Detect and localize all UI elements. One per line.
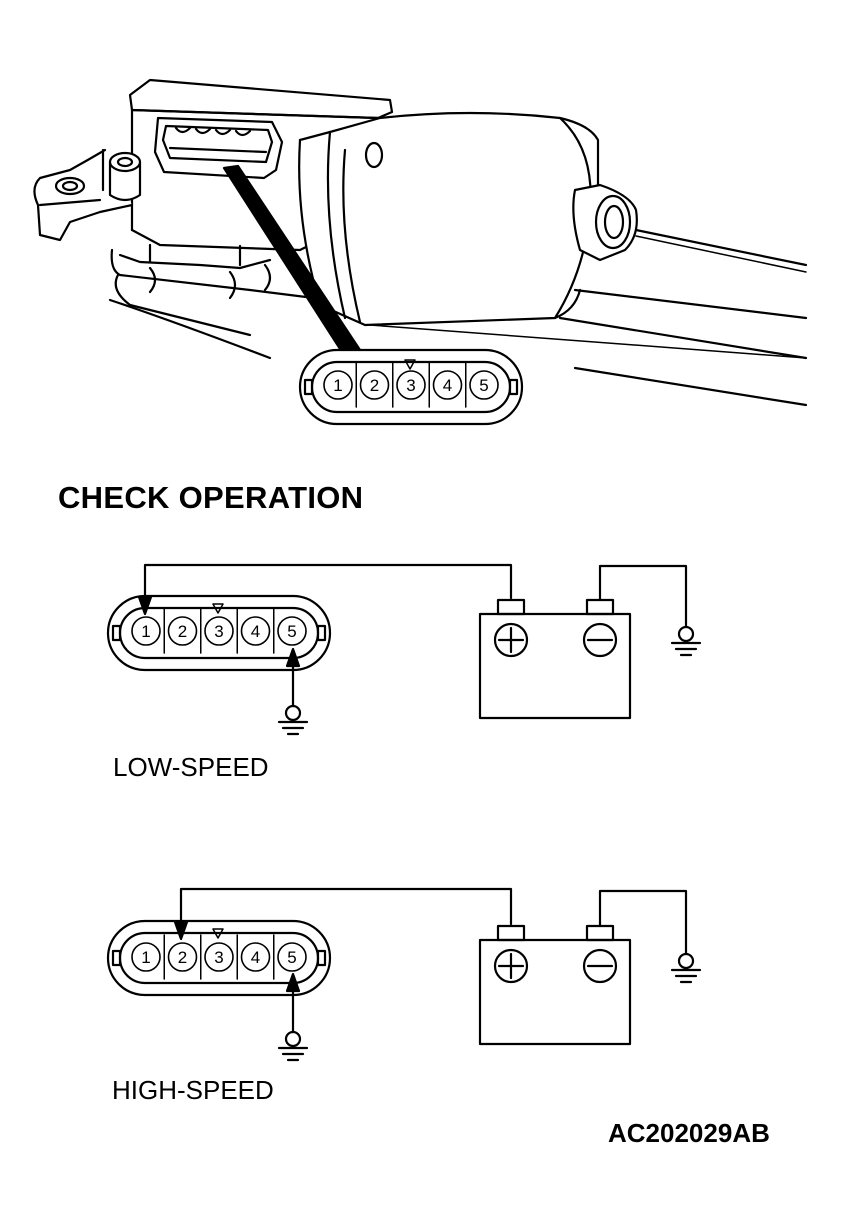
high-speed-label: HIGH-SPEED bbox=[112, 1075, 274, 1105]
callout-pin-number: 1 bbox=[333, 376, 342, 395]
high-speed-pin-cavity bbox=[167, 942, 198, 972]
low-speed-pin-cavity bbox=[277, 616, 307, 646]
high-speed-pin-cavity bbox=[131, 942, 161, 972]
low-speed-pin-cavity bbox=[167, 616, 198, 646]
low-speed-pin-cavity bbox=[204, 616, 234, 646]
high-speed-pin-number: 2 bbox=[178, 948, 187, 967]
low-speed-circuit: 1 2 3 4 5 bbox=[106, 563, 702, 736]
connector-callout: 1 2 3 4 5 bbox=[298, 348, 524, 426]
high-speed-pin-cavity bbox=[204, 942, 234, 972]
callout-pin-number: 3 bbox=[406, 376, 415, 395]
wiper-motor-illustration bbox=[33, 78, 808, 407]
low-speed-pin-cavity bbox=[131, 616, 161, 646]
high-speed-pin-number: 3 bbox=[214, 948, 223, 967]
low-speed-pin-cavity bbox=[240, 616, 271, 646]
callout-pin-cavity bbox=[396, 370, 426, 400]
callout-pin-number: 4 bbox=[443, 376, 452, 395]
low-speed-label: LOW-SPEED bbox=[113, 752, 269, 782]
callout-pin-number: 5 bbox=[479, 376, 488, 395]
callout-pin-number: 2 bbox=[370, 376, 379, 395]
callout-pin-cavity bbox=[359, 370, 390, 400]
high-speed-pin-number: 1 bbox=[141, 948, 150, 967]
high-speed-pin-number: 4 bbox=[251, 948, 260, 967]
low-speed-pin-number: 2 bbox=[178, 622, 187, 641]
high-speed-pin-cavity bbox=[277, 942, 307, 972]
high-speed-pin-cavity bbox=[240, 942, 271, 972]
callout-pin-cavity bbox=[432, 370, 463, 400]
callout-pin-cavity bbox=[323, 370, 353, 400]
low-speed-pin-number: 5 bbox=[287, 622, 296, 641]
high-speed-pin-number: 5 bbox=[287, 948, 296, 967]
callout-pin-cavity bbox=[469, 370, 499, 400]
low-speed-pin-number: 3 bbox=[214, 622, 223, 641]
figure-code: AC202029AB bbox=[608, 1118, 770, 1148]
low-speed-pin-number: 4 bbox=[251, 622, 260, 641]
low-speed-pin-number: 1 bbox=[141, 622, 150, 641]
high-speed-circuit: 1 2 3 4 5 bbox=[106, 887, 702, 1062]
section-heading: CHECK OPERATION bbox=[58, 480, 364, 515]
